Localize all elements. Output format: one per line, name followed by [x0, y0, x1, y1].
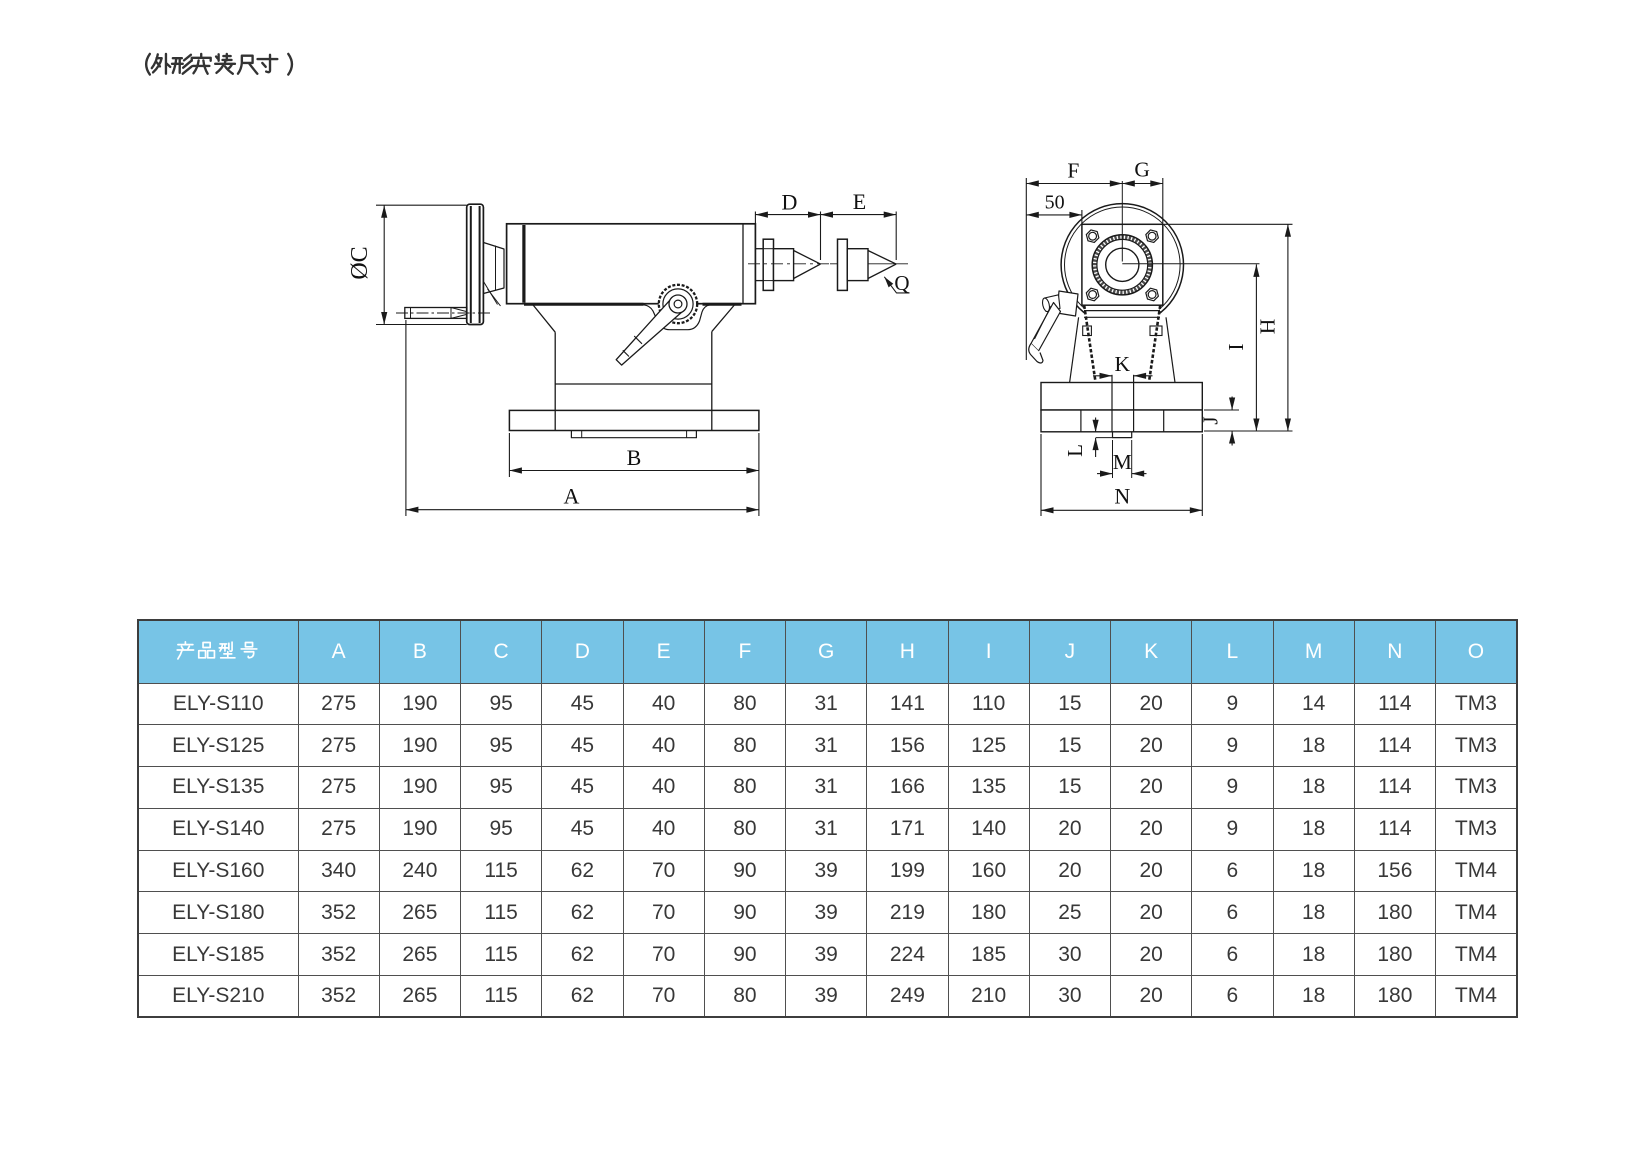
- svg-text:E: E: [853, 189, 866, 214]
- svg-text:N: N: [1114, 484, 1130, 509]
- svg-text:H: H: [1256, 319, 1280, 335]
- svg-text:ØC: ØC: [347, 246, 373, 279]
- svg-text:K: K: [1115, 352, 1131, 376]
- svg-text:A: A: [564, 484, 580, 509]
- svg-text:M: M: [1113, 450, 1132, 474]
- svg-text:Q: Q: [894, 271, 909, 295]
- svg-text:D: D: [782, 190, 798, 215]
- svg-text:G: G: [1134, 158, 1150, 182]
- svg-text:L: L: [1063, 444, 1087, 457]
- svg-text:B: B: [627, 445, 642, 470]
- svg-text:F: F: [1067, 159, 1079, 183]
- svg-text:I: I: [1224, 343, 1248, 350]
- svg-text:50: 50: [1045, 192, 1065, 214]
- svg-text:J: J: [1199, 416, 1223, 424]
